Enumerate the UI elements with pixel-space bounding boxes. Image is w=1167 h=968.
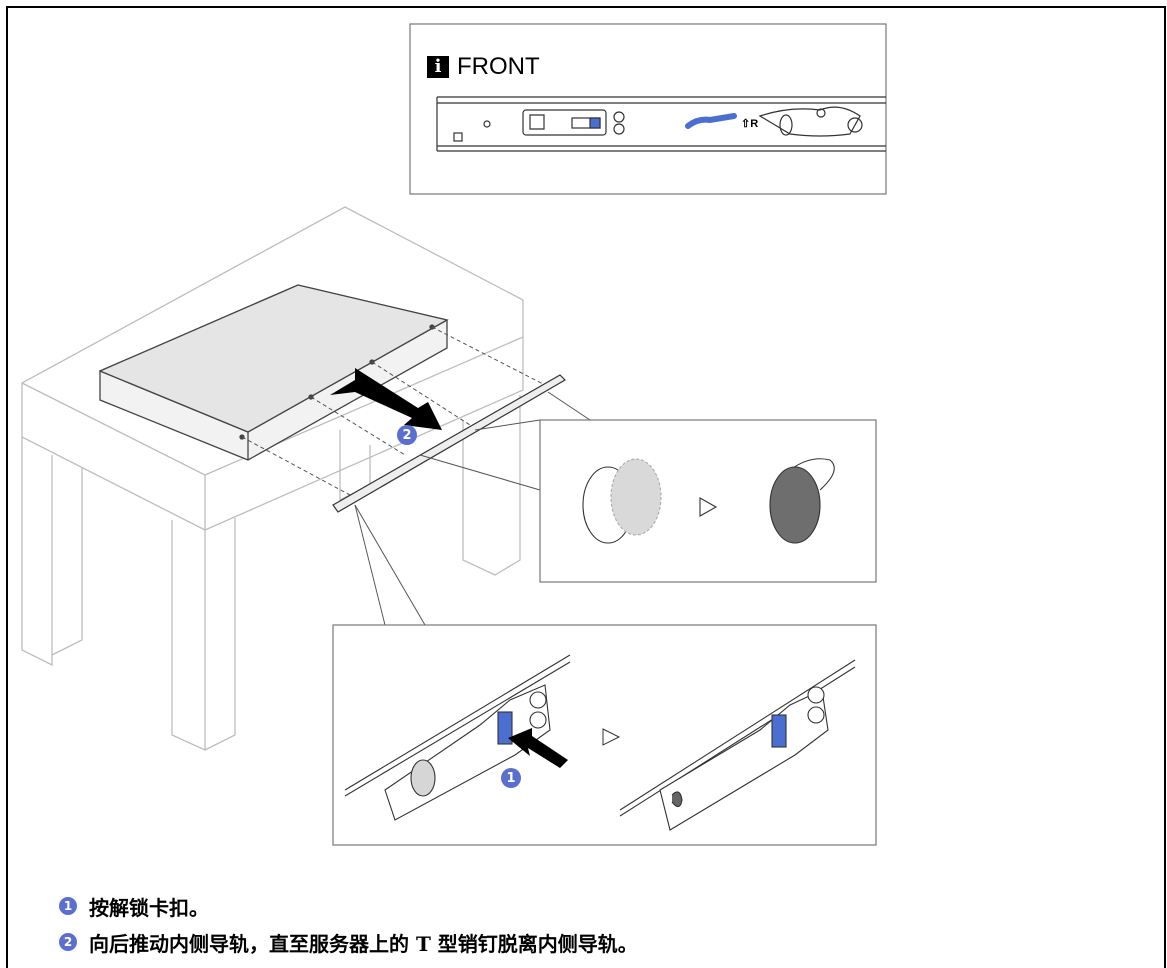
step-number-icon: 2: [59, 933, 77, 951]
rail-marking: ⇧R: [741, 118, 759, 130]
step-text: 按解锁卡扣。: [89, 895, 209, 920]
inner-rail: [332, 374, 566, 513]
step-list: 1 按解锁卡扣。 2 向后推动内侧导轨，直至服务器上的 T 型销钉脱离内侧导轨。: [59, 888, 638, 960]
front-rail: [436, 96, 886, 152]
figure-frame: [6, 6, 1166, 968]
table: [21, 206, 524, 752]
push-arrow-1: [508, 728, 568, 768]
step-text: 向后推动内侧导轨，直至服务器上的 T 型销钉脱离内侧导轨。: [89, 931, 638, 956]
latch-detail-after: [619, 659, 856, 831]
step-number-icon: 1: [59, 897, 77, 915]
step-item: 2 向后推动内侧导轨，直至服务器上的 T 型销钉脱离内侧导轨。: [59, 924, 638, 960]
info-icon: i: [427, 56, 449, 78]
transition-arrow: [602, 728, 621, 746]
push-arrow-2: [330, 368, 442, 430]
zoom-lines-pin: [419, 391, 591, 491]
front-label: FRONT: [457, 53, 540, 80]
pin-detail: [582, 458, 835, 544]
front-label-group: i FRONT: [427, 52, 540, 82]
step-item: 1 按解锁卡扣。: [59, 888, 638, 924]
alignment-dashes: [241, 326, 546, 496]
latch-detail-before: [344, 654, 571, 821]
callout-1: 1: [501, 768, 521, 788]
zoom-lines-latch: [354, 504, 426, 626]
server: [98, 284, 449, 461]
callout-2: 2: [397, 425, 417, 445]
